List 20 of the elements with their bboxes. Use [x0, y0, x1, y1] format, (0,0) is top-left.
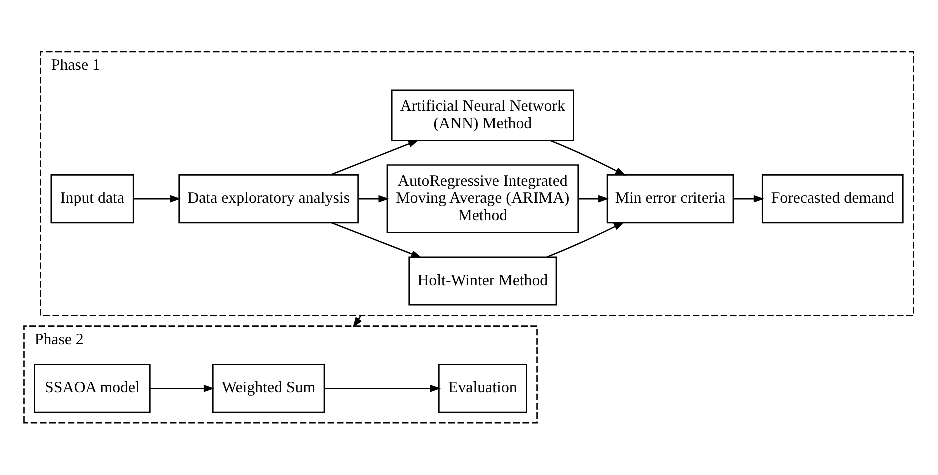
arrow: [330, 140, 420, 176]
arrow: [358, 195, 390, 203]
node-box: Holt-Winter Method: [408, 256, 558, 306]
node-box: Input data: [50, 174, 134, 224]
node-box: Evaluation: [438, 364, 528, 414]
arrow: [134, 195, 182, 203]
node-box: Weighted Sum: [212, 364, 326, 414]
node-box: Forecasted demand: [762, 174, 904, 224]
node-box: Data exploratory analysis: [178, 174, 359, 224]
arrow: [550, 140, 626, 176]
arrow: [332, 222, 422, 258]
arrow: [578, 195, 610, 203]
node-box: SSAOA model: [34, 364, 151, 414]
node-box: AutoRegressive Integrated Moving Average (ARIMA) Method: [386, 164, 580, 234]
node-box: Artificial Neural Network (ANN) Method: [391, 90, 574, 142]
arrow: [150, 384, 215, 392]
arrow: [547, 222, 625, 258]
arrow: [324, 384, 441, 392]
arrow: [734, 195, 765, 203]
node-box: Min error criteria: [606, 174, 734, 224]
